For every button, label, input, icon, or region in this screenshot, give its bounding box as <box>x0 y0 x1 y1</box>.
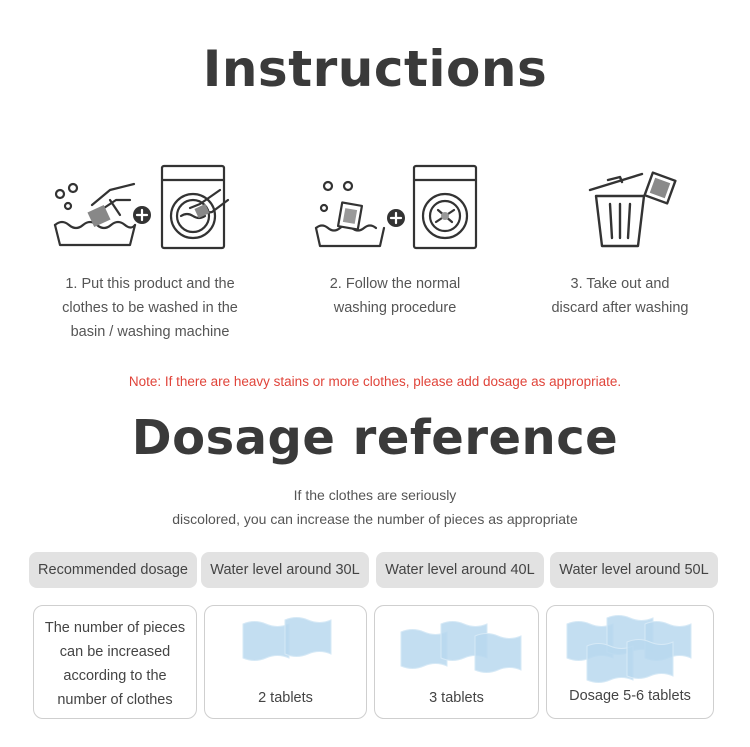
step-1-text: 1. Put this product and the clothes to b… <box>40 272 260 344</box>
recommended-line-1: The number of pieces <box>44 620 186 636</box>
step-3-line-2: discard after washing <box>551 300 689 316</box>
trash-can-icon <box>588 171 677 248</box>
tablet-sheet <box>284 617 332 657</box>
basin-washing-machine-icon <box>53 164 230 250</box>
tablet-sheet <box>474 633 522 673</box>
subtitle-line-1: If the clothes are seriously <box>293 487 457 503</box>
header-water-50l: Water level around 50L <box>550 552 718 588</box>
tablets-graphic-30l <box>242 617 332 661</box>
header-water-40l: Water level around 40L <box>376 552 544 588</box>
dosage-subtitle: If the clothes are seriously discolored,… <box>0 483 750 531</box>
tablets-label-40l: 3 tablets <box>429 690 484 706</box>
header-recommended-dosage: Recommended dosage <box>29 552 197 588</box>
step-3-line-1: 3. Take out and <box>570 276 670 292</box>
step-1-line-3: basin / washing machine <box>70 324 230 340</box>
recommended-text: The number of pieces can be increased ac… <box>34 616 196 712</box>
dosage-cell-50l: Dosage 5-6 tablets <box>546 605 714 719</box>
tablets-label-30l: 2 tablets <box>258 690 313 706</box>
instructions-title: Instructions <box>202 40 548 98</box>
dosage-cell-30l: 2 tablets <box>204 605 367 719</box>
dosage-cell-recommended: The number of pieces can be increased ac… <box>33 605 197 719</box>
header-water-30l: Water level around 30L <box>201 552 369 588</box>
tablets-graphic-50l <box>566 615 692 683</box>
tablets-graphic-40l <box>400 621 522 673</box>
step-1-line-1: 1. Put this product and the <box>65 276 235 292</box>
step-3-text: 3. Take out and discard after washing <box>520 272 720 320</box>
tablet-sheet <box>400 629 448 669</box>
step-2-line-1: 2. Follow the normal <box>329 276 461 292</box>
step-2-text: 2. Follow the normal washing procedure <box>290 272 500 320</box>
note-text: Note: If there are heavy stains or more … <box>128 374 622 389</box>
tablet-sheet <box>242 621 290 661</box>
recommended-line-4: number of clothes <box>57 692 173 708</box>
subtitle-line-2: discolored, you can increase the number … <box>172 511 578 527</box>
tablets-label-50l: Dosage 5-6 tablets <box>569 688 691 704</box>
recommended-line-3: according to the <box>63 668 167 684</box>
tablet-sheet <box>586 643 634 683</box>
dosage-cell-40l: 3 tablets <box>374 605 539 719</box>
step-2-line-2: washing procedure <box>333 300 457 316</box>
dosage-title: Dosage reference <box>131 410 619 466</box>
basin-washing-machine-icon-2 <box>314 164 478 250</box>
recommended-line-2: can be increased <box>59 644 171 660</box>
tablet-sheet <box>626 639 674 679</box>
step-1-line-2: clothes to be washed in the <box>62 300 238 316</box>
